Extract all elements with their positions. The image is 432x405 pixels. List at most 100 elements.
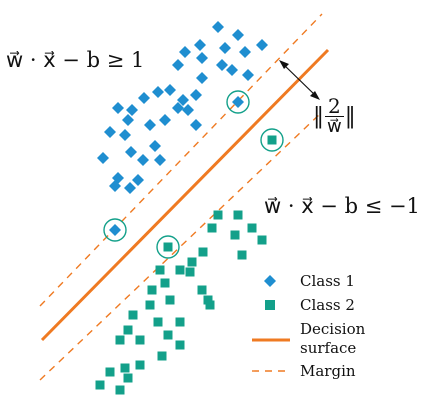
class1-point — [104, 126, 116, 138]
class2-point — [185, 267, 195, 277]
class1-point — [239, 46, 251, 58]
class1-point — [196, 52, 208, 64]
class1-point — [159, 114, 171, 126]
legend-class1-marker — [264, 275, 276, 287]
support-vector-circle — [226, 90, 250, 114]
class2-point — [135, 360, 145, 370]
class2-point — [135, 335, 145, 345]
class1-point — [164, 84, 176, 96]
upper-constraint-equation: w⃗ · x⃗ − b ≥ 1 — [6, 48, 144, 72]
class2-point — [163, 330, 173, 340]
class2-point — [237, 250, 247, 260]
class1-point — [124, 182, 136, 194]
class2-point — [207, 223, 217, 233]
class1-support-vector — [109, 224, 121, 236]
class1-point — [144, 119, 156, 131]
legend-label-decision-2: surface — [300, 339, 357, 357]
class1-point — [194, 39, 206, 51]
legend-label-class1: Class 1 — [300, 272, 355, 290]
class1-point — [256, 39, 268, 51]
class2-point — [203, 295, 213, 305]
class2-support-vector — [267, 135, 277, 145]
class1-point — [97, 152, 109, 164]
class1-point — [112, 102, 124, 114]
class1-point — [216, 59, 228, 71]
margin-width-arrow-icon — [279, 60, 320, 100]
class1-point — [152, 86, 164, 98]
class1-point — [132, 174, 144, 186]
class2-point — [147, 285, 157, 295]
class2-point — [257, 235, 267, 245]
class1-point — [242, 69, 254, 81]
support-vector-circle — [260, 128, 284, 152]
class1-point — [149, 140, 161, 152]
margin-fraction: 2 w⃗ — [325, 96, 344, 137]
margin-width-formula: ‖ 2 w⃗ ‖ — [313, 96, 356, 137]
class1-point — [226, 64, 238, 76]
class2-point — [95, 380, 105, 390]
support-vector-circle — [156, 235, 180, 259]
legend-label-decision-1: Decision — [300, 320, 366, 338]
legend-label-margin: Margin — [300, 362, 356, 380]
class2-point — [175, 265, 185, 275]
class1-point — [190, 119, 202, 131]
class1-point — [154, 154, 166, 166]
class1-point — [138, 92, 150, 104]
class1-support-vector — [232, 96, 244, 108]
class2-point — [128, 310, 138, 320]
class2-point — [153, 317, 163, 327]
class1-point — [177, 94, 189, 106]
class2-point — [160, 278, 170, 288]
decision-surface-line — [40, 48, 330, 342]
class2-point — [175, 340, 185, 350]
fraction-denominator: w⃗ — [327, 116, 342, 137]
class2-point — [105, 367, 115, 377]
class2-point — [230, 230, 240, 240]
class1-point — [122, 114, 134, 126]
class2-point — [187, 257, 197, 267]
lower-constraint-text: w⃗ · x⃗ − b ≤ −1 — [264, 194, 420, 218]
margin-line-upper — [39, 13, 323, 307]
legend-class2-marker — [265, 300, 275, 310]
lower-constraint-equation: w⃗ · x⃗ − b ≤ −1 — [264, 194, 420, 218]
class2-point — [247, 223, 257, 233]
class1-point — [179, 46, 191, 58]
class1-point — [182, 104, 194, 116]
data-points — [95, 21, 284, 395]
class1-point — [190, 89, 202, 101]
fraction-numerator: 2 — [325, 96, 344, 117]
class1-point — [109, 180, 121, 192]
class2-point — [145, 300, 155, 310]
class1-point — [119, 129, 131, 141]
class1-point — [232, 29, 244, 41]
class2-point — [120, 363, 130, 373]
class2-point — [205, 300, 215, 310]
norm-bar-right: ‖ — [344, 104, 356, 129]
class1-point — [219, 42, 231, 54]
class2-point — [157, 351, 167, 361]
class2-point — [233, 210, 243, 220]
class2-point — [155, 265, 165, 275]
class2-point — [115, 385, 125, 395]
class2-point — [115, 335, 125, 345]
class1-point — [212, 21, 224, 33]
class1-point — [137, 154, 149, 166]
norm-bar-left: ‖ — [313, 104, 324, 129]
class2-point — [123, 373, 133, 383]
class1-point — [125, 146, 137, 158]
class2-point — [198, 247, 208, 257]
class2-point — [197, 285, 207, 295]
class2-point — [213, 210, 223, 220]
class1-point — [126, 104, 138, 116]
upper-constraint-text: w⃗ · x⃗ − b ≥ 1 — [6, 48, 145, 72]
support-vector-circle — [103, 218, 127, 242]
class2-point — [165, 295, 175, 305]
class1-point — [172, 102, 184, 114]
class1-point — [172, 59, 184, 71]
class2-point — [175, 317, 185, 327]
legend-label-class2: Class 2 — [300, 296, 355, 314]
class2-point — [123, 325, 133, 335]
legend-markers — [252, 275, 290, 372]
